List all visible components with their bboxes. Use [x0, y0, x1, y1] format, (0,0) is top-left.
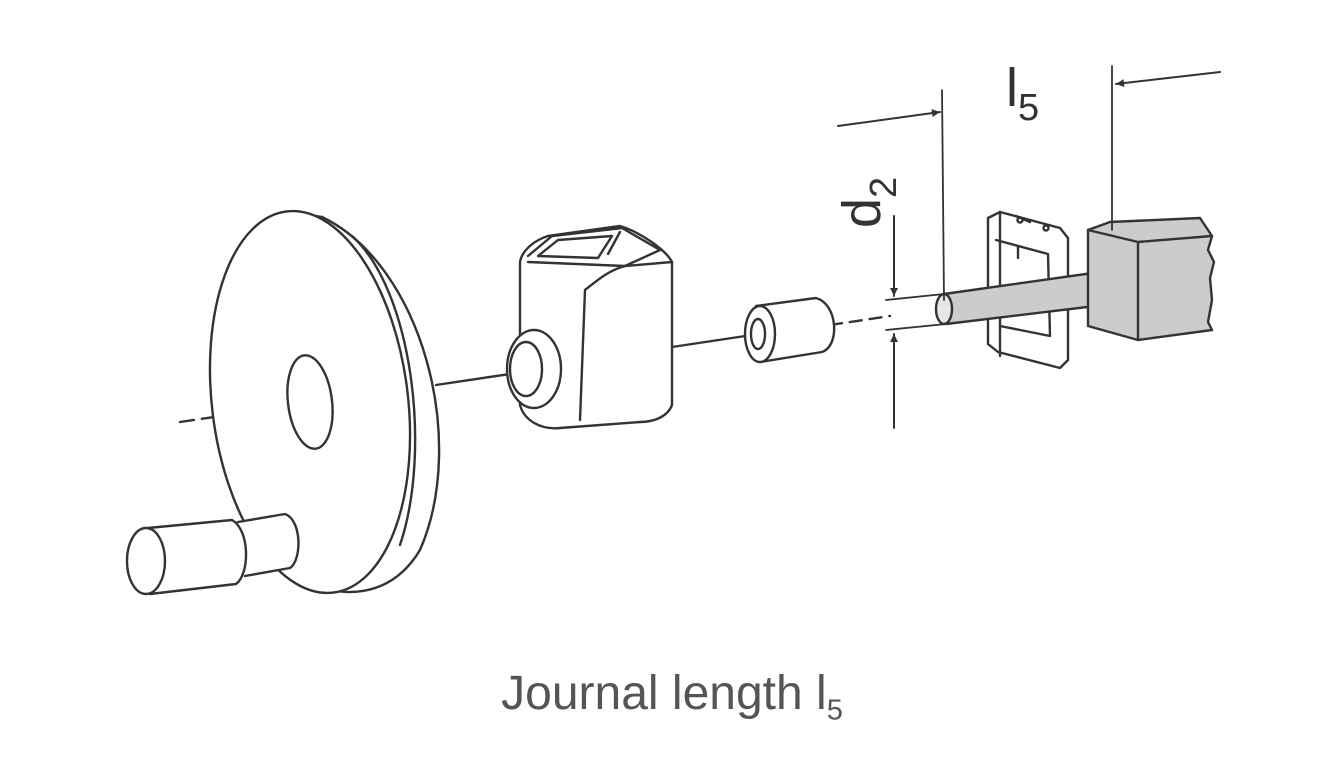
- dimension-l5: [837, 65, 1221, 301]
- handwheel: [208, 209, 441, 595]
- dimension-d2: [885, 215, 947, 429]
- diagram-caption: Journal length l5: [0, 666, 1344, 728]
- caption-text: Journal length l: [501, 667, 827, 720]
- bushing: [743, 296, 836, 364]
- label-l5: l5: [1006, 58, 1039, 129]
- crank-handle: [125, 512, 300, 596]
- label-d2: d2: [832, 177, 905, 228]
- machine-housing: [1086, 216, 1216, 342]
- caption-subscript: 5: [826, 694, 843, 727]
- position-indicator: [505, 224, 674, 430]
